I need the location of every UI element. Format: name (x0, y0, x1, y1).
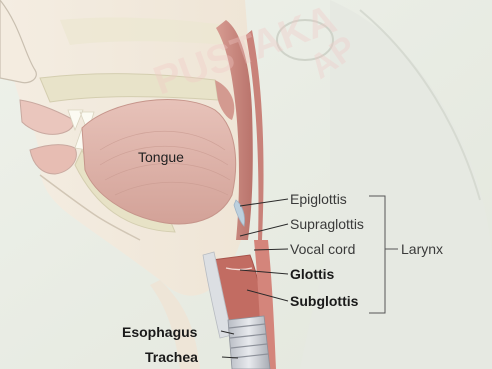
tongue-label: Tongue (138, 150, 184, 164)
esophagus-label: Esophagus (122, 325, 197, 339)
trachea-label: Trachea (145, 350, 198, 364)
subglottis-label: Subglottis (290, 294, 358, 308)
vocal-cord-label: Vocal cord (290, 242, 355, 256)
larynx-label: Larynx (401, 242, 443, 256)
epiglottis-label: Epiglottis (290, 192, 347, 206)
glottis-label: Glottis (290, 267, 334, 281)
supraglottis-label: Supraglottis (290, 217, 364, 231)
trachea-shape (228, 316, 270, 369)
